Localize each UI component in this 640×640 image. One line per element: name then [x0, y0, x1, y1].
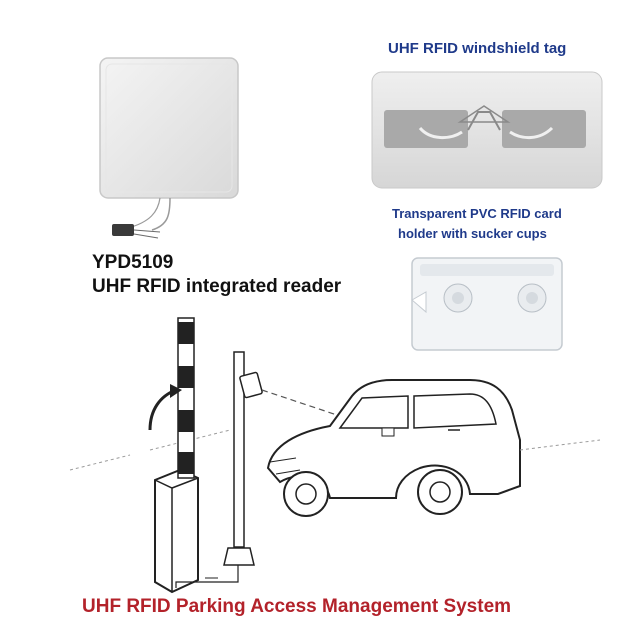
barrier-gate-illustration	[69, 317, 389, 594]
card-holder-label-line2: holder with sucker cups	[398, 226, 547, 241]
rfid-reader-image	[99, 57, 239, 239]
windshield-tag-label: UHF RFID windshield tag	[388, 40, 567, 57]
reader-name-label: UHF RFID integrated reader	[92, 276, 342, 297]
card-holder-label-line1: Transparent PVC RFID card	[392, 206, 562, 221]
windshield-tag-image	[371, 71, 603, 189]
reader-model-label: YPD5109	[92, 252, 174, 273]
car-illustration	[266, 379, 521, 517]
card-holder-image	[411, 257, 563, 351]
system-title: UHF RFID Parking Access Management Syste…	[82, 596, 512, 617]
